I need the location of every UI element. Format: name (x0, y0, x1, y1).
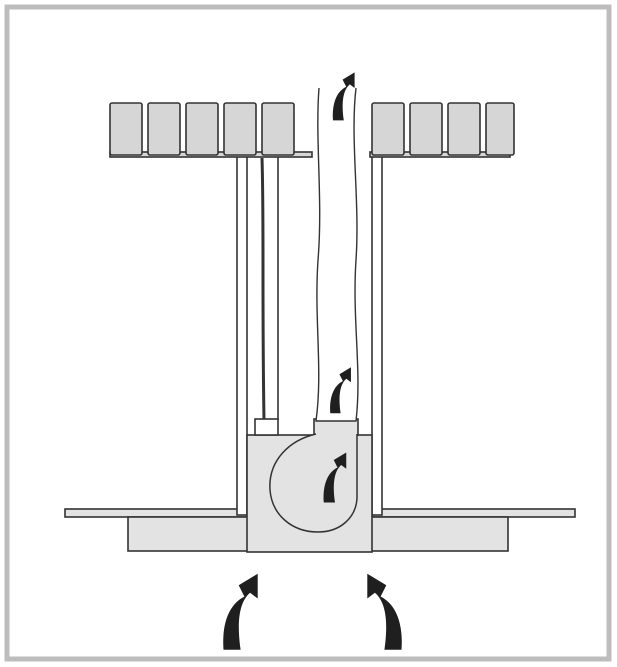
duct-wall-left-outer (236, 154, 248, 516)
grille-block (147, 102, 181, 156)
frame-border (4, 4, 612, 662)
cable (260, 157, 266, 421)
flexible-exhaust-hose (315, 87, 359, 422)
grille-block (409, 102, 443, 156)
grille-block (485, 102, 515, 156)
grille-block (261, 102, 295, 156)
top-grille-blocks (109, 102, 515, 158)
grille-block (109, 102, 143, 156)
duct-wall-right-outer (371, 154, 383, 516)
grille-block (185, 102, 219, 156)
centrifugal-fan-scroll (269, 433, 358, 533)
cable-connector (254, 418, 279, 436)
grille-block (371, 102, 405, 156)
grille-block (447, 102, 481, 156)
grille-block (223, 102, 257, 156)
